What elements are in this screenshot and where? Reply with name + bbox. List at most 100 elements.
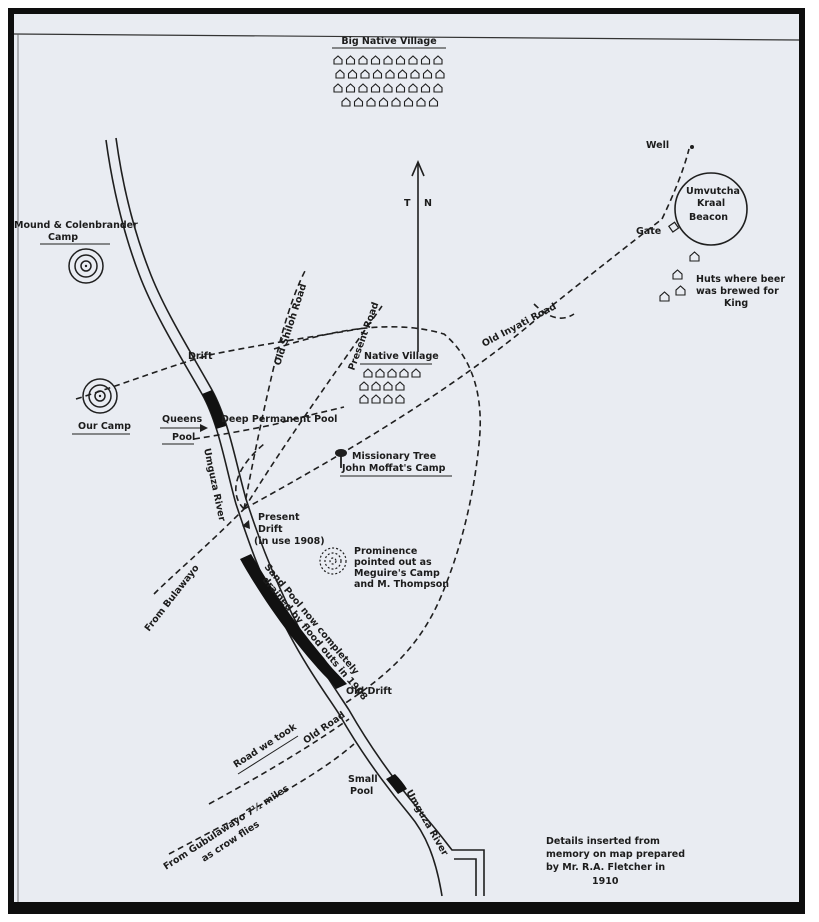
- hut-icon: [360, 69, 370, 79]
- hut-icon: [371, 394, 381, 404]
- hut-icon: [397, 69, 408, 79]
- hut-icon: [378, 97, 389, 107]
- hut-icon: [370, 83, 381, 93]
- old-road-label: Old Road: [301, 710, 347, 747]
- native-village-label: Native Village: [364, 351, 439, 362]
- hut-icon: [420, 83, 431, 93]
- hut-icon: [370, 55, 381, 65]
- well-label: Well: [646, 140, 669, 151]
- well-icon: [690, 145, 694, 149]
- hut-icon: [408, 83, 418, 93]
- queens-arrow-icon: [200, 424, 208, 432]
- umguza-river: [105, 137, 485, 897]
- road-to-well: [661, 148, 690, 220]
- hut-icon: [391, 97, 401, 107]
- map-paper: Big Native Village T N Well Umvutcha: [14, 14, 799, 902]
- concentric-circles-icon: [68, 248, 104, 284]
- road-we-took: [208, 718, 350, 805]
- prominence-label-4: and M. Thompson: [354, 579, 449, 590]
- deep-pool-label: Deep Permanent Pool: [221, 414, 337, 425]
- hut-icon: [399, 368, 409, 378]
- hut-icon: [366, 97, 376, 107]
- huts-label-2: was brewed for: [696, 286, 779, 297]
- huts-label-1: Huts where beer: [696, 274, 785, 285]
- beacon-label: Beacon: [689, 212, 728, 223]
- road-we-took-underline: [237, 735, 299, 775]
- huts-label-3: King: [724, 298, 748, 309]
- hut-icon: [395, 394, 405, 404]
- deep-permanent-pool-mark: [202, 390, 226, 429]
- details-note-1: Details inserted from: [546, 836, 660, 847]
- native-village-huts: [359, 368, 421, 404]
- from-gubulawayo-label-1: From Gubulawayo 7½ miles: [162, 783, 292, 873]
- hut-icon: [420, 55, 431, 65]
- road-old-inyati: [243, 218, 663, 510]
- pool-label: Pool: [172, 432, 195, 443]
- present-drift-arrow-icon: [242, 520, 250, 529]
- road-drift: [75, 327, 365, 400]
- present-drift-label-1: Present: [258, 512, 300, 523]
- small-pool-mark: [386, 774, 407, 794]
- road-native-loop: [273, 326, 482, 705]
- hut-icon: [659, 291, 670, 302]
- hut-icon: [371, 381, 381, 391]
- hut-icon: [333, 83, 343, 93]
- present-drift-label-3: (in use 1908): [254, 536, 325, 547]
- hut-icon: [422, 69, 433, 79]
- hut-icon: [395, 83, 406, 93]
- north-arrow-icon: [411, 159, 425, 352]
- hut-icon: [383, 83, 393, 93]
- umguza-river-upper-label: Umguza River: [201, 447, 227, 522]
- details-note-2: memory on map prepared: [546, 849, 685, 860]
- small-pool-label-2: Pool: [350, 786, 373, 797]
- hut-icon: [372, 69, 383, 79]
- hut-icon: [410, 69, 420, 79]
- hut-icon: [383, 394, 393, 404]
- hut-icon: [345, 55, 356, 65]
- road-loop: [235, 443, 265, 510]
- map-canvas: Big Native Village T N Well Umvutcha: [14, 33, 799, 902]
- hut-icon: [433, 55, 443, 65]
- hut-icon: [359, 394, 369, 404]
- prominence-label-1: Prominence: [354, 546, 417, 557]
- old-drift-label: Old Drift: [346, 686, 392, 697]
- road-gate: [533, 303, 575, 319]
- sand-pool-mark: [240, 554, 347, 689]
- hut-icon: [359, 381, 369, 391]
- sand-pool-label-2: drained by flood outs in 1908: [260, 575, 370, 703]
- hut-icon: [411, 368, 421, 378]
- old-shiloh-road-label: Old Shiloh Road: [272, 282, 309, 366]
- hut-icon: [408, 55, 418, 65]
- mound-label-1: Mound & Colenbrander: [14, 220, 138, 231]
- details-note-3: by Mr. R.A. Fletcher in: [546, 862, 665, 873]
- gate-icon: [667, 221, 680, 233]
- umguza-river-lower-label: Umguza River: [403, 788, 450, 858]
- prominence-icon: [319, 547, 347, 575]
- hut-icon: [395, 55, 406, 65]
- concentric-circles-icon: [82, 378, 118, 414]
- kraal-circle: [674, 172, 748, 246]
- road-queens-pool: [193, 406, 345, 440]
- north-label-n: N: [424, 198, 432, 209]
- road-gubulawayo: [168, 743, 355, 855]
- queens-label: Queens: [162, 414, 202, 425]
- hut-icon: [345, 83, 356, 93]
- hut-icon: [375, 368, 385, 378]
- moffat-camp-label: John Moffat's Camp: [341, 463, 446, 474]
- hut-icon: [387, 368, 397, 378]
- roads: [75, 148, 690, 855]
- road-from-bulawayo: [153, 508, 245, 595]
- hut-icon: [435, 69, 445, 79]
- hut-icon: [341, 97, 351, 107]
- hut-icon: [403, 97, 414, 107]
- big-village-huts: [333, 55, 445, 107]
- hut-icon: [416, 97, 426, 107]
- gate-label: Gate: [636, 226, 661, 237]
- old-inyati-road-label: Old Inyati Road: [480, 301, 558, 349]
- tree-icon: [335, 449, 347, 468]
- hut-icon: [383, 381, 393, 391]
- prominence-label-2: pointed out as: [354, 557, 432, 568]
- missionary-tree-label: Missionary Tree: [352, 451, 436, 462]
- road-present: [243, 305, 383, 510]
- details-note-4: 1910: [592, 876, 619, 887]
